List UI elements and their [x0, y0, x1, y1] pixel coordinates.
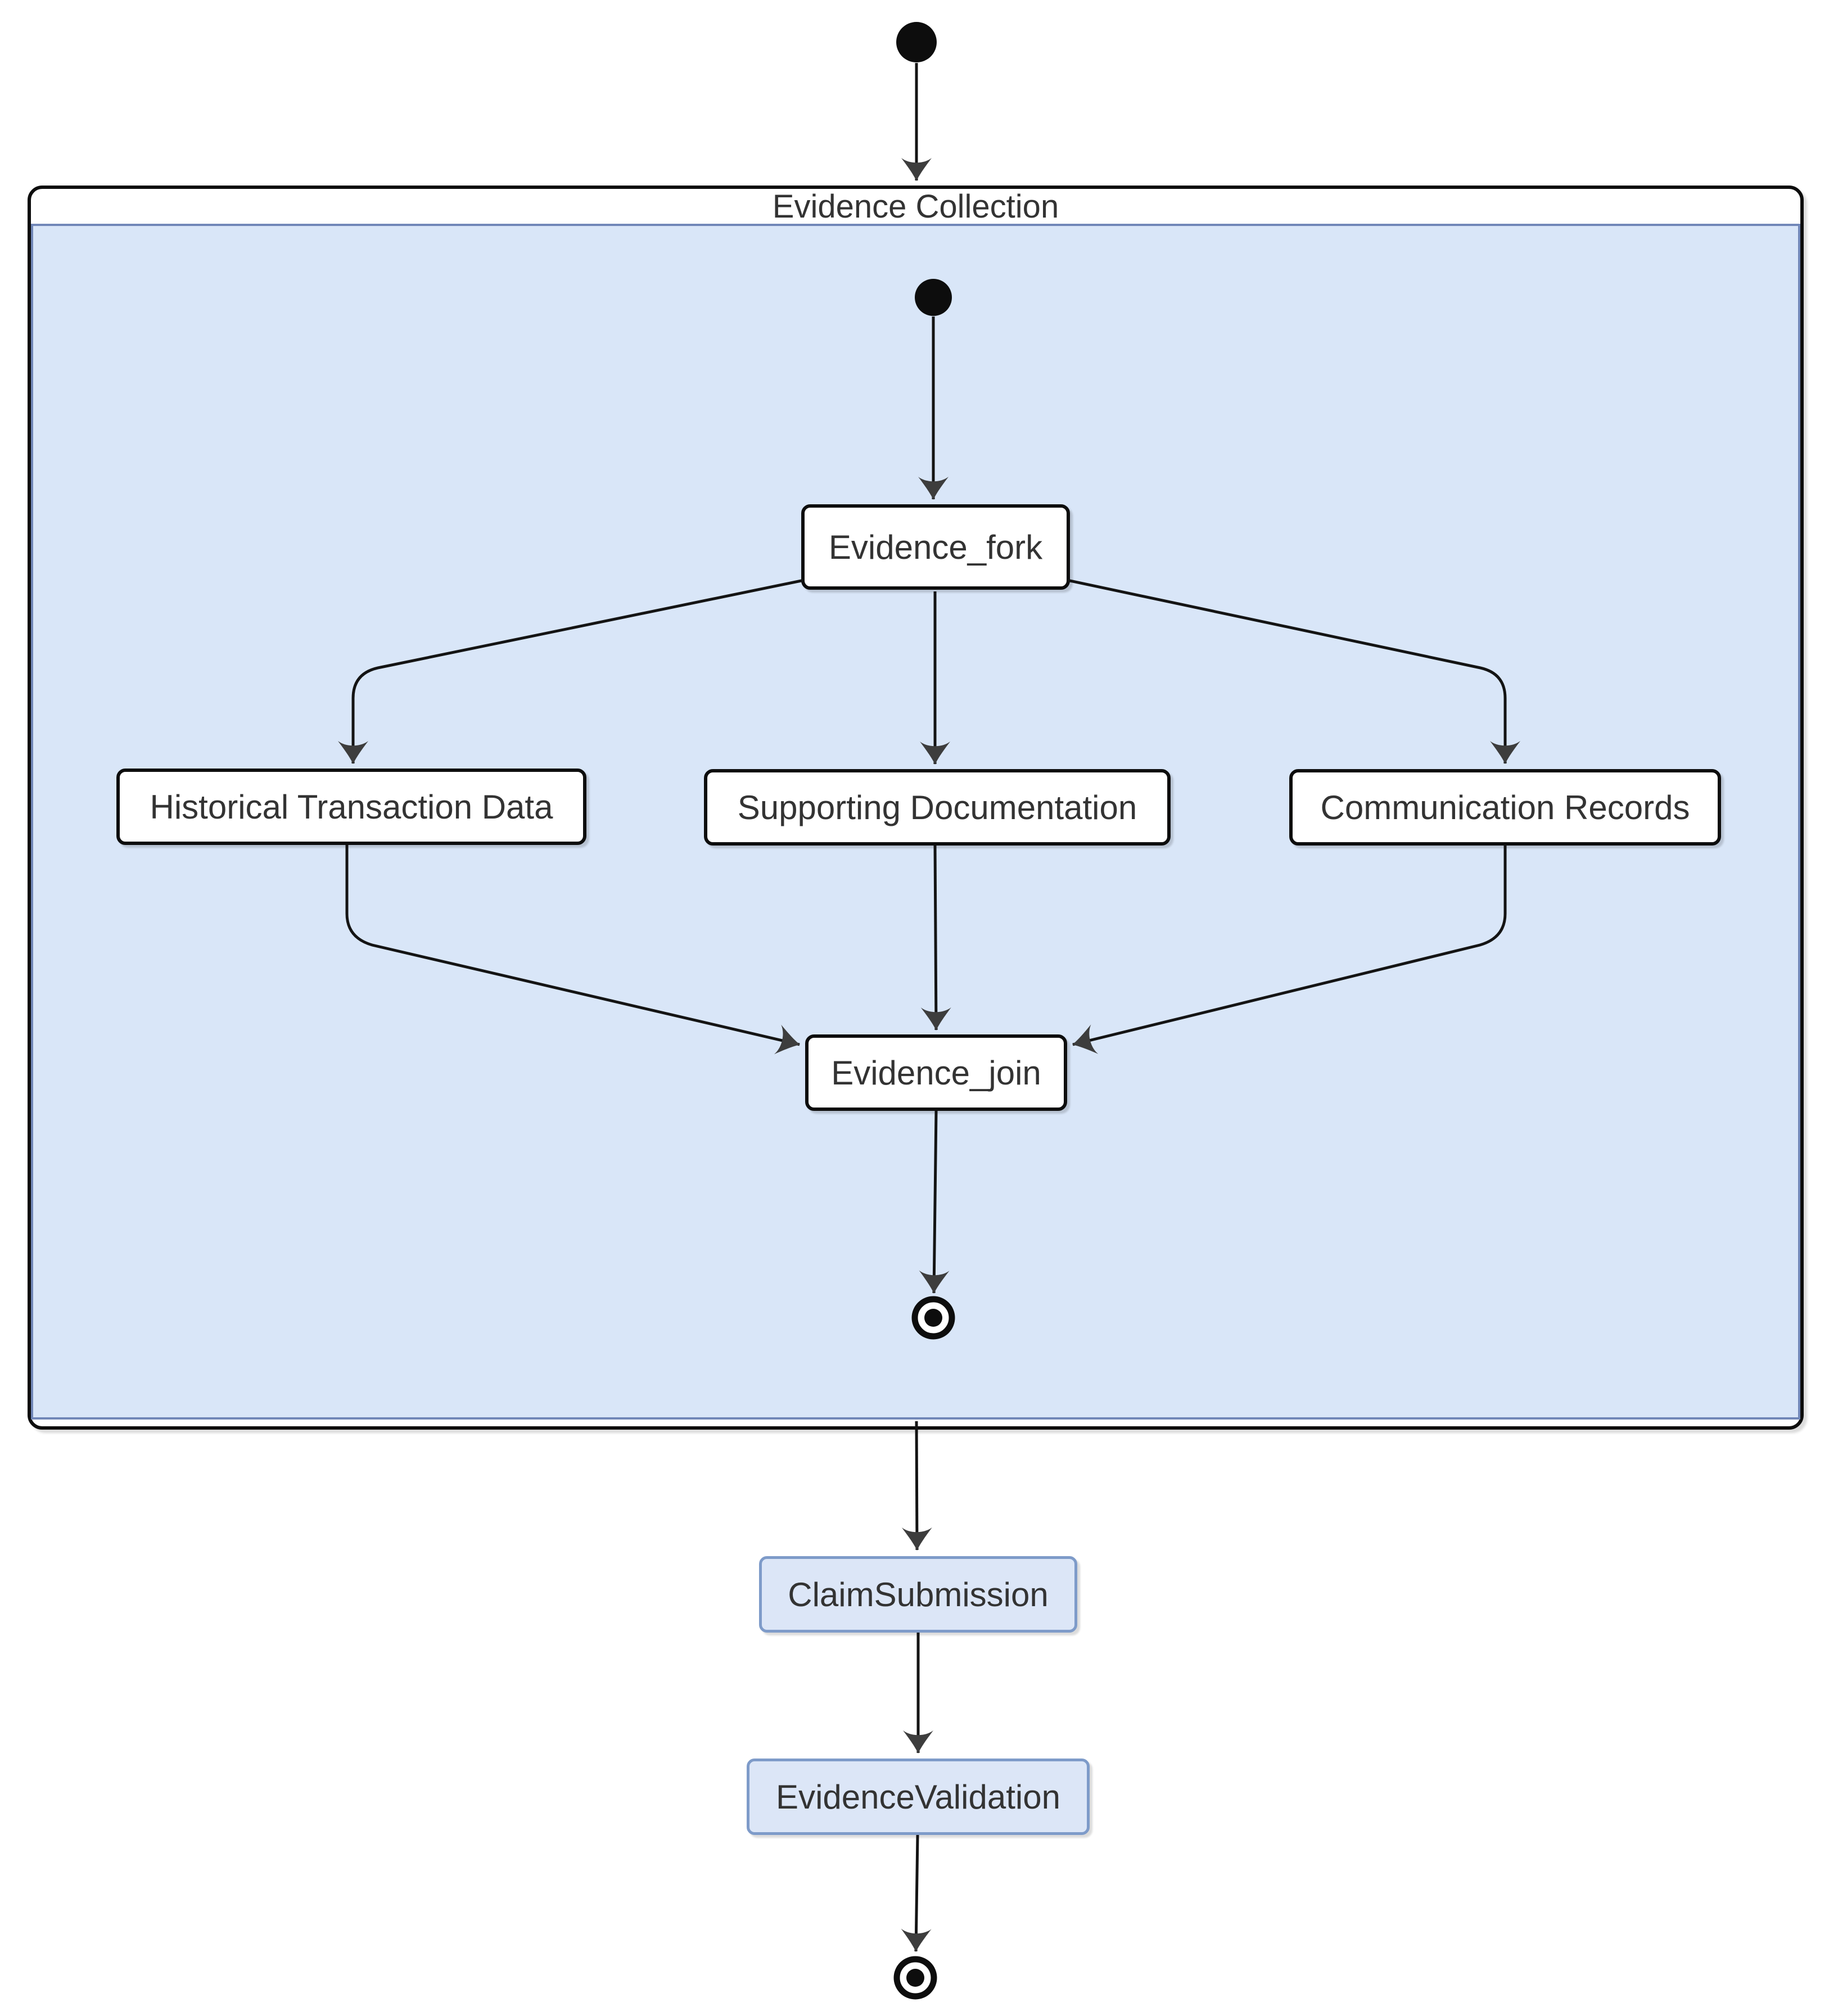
node-supporting-documentation-label: Supporting Documentation [737, 788, 1137, 826]
edge-evidence-collection-to-claim-submission [901, 1421, 932, 1551]
node-historical-transaction-data-label: Historical Transaction Data [150, 788, 553, 826]
state-evidence-validation: EvidenceValidation [747, 1759, 1090, 1835]
node-historical-transaction-data: Historical Transaction Data [116, 769, 586, 845]
state-claim-submission: ClaimSubmission [759, 1556, 1077, 1633]
node-communication-records: Communication Records [1289, 769, 1721, 846]
node-evidence-join: Evidence_join [805, 1034, 1067, 1111]
initial-state-icon [896, 22, 937, 62]
state-evidence-validation-label: EvidenceValidation [776, 1778, 1060, 1816]
node-evidence-fork-label: Evidence_fork [828, 528, 1043, 566]
node-evidence-fork: Evidence_fork [801, 504, 1070, 590]
final-state-icon [893, 1956, 937, 2000]
state-claim-submission-label: ClaimSubmission [788, 1575, 1049, 1613]
node-evidence-join-label: Evidence_join [831, 1054, 1041, 1092]
node-supporting-documentation: Supporting Documentation [704, 769, 1171, 846]
edge-evidence-validation-to-final [901, 1834, 932, 1952]
node-communication-records-label: Communication Records [1320, 788, 1690, 826]
composite-state-title: Evidence Collection [772, 188, 1059, 225]
